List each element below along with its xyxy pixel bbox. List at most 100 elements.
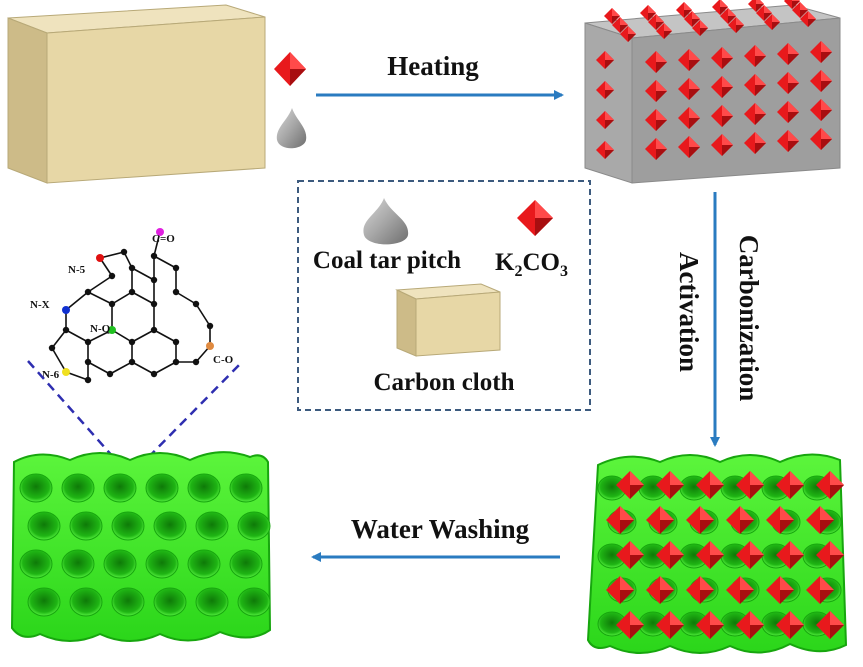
atom xyxy=(84,376,92,384)
water-washing-label: Water Washing xyxy=(351,514,530,544)
grey-side-crystal xyxy=(810,70,832,92)
foam-pore xyxy=(19,549,53,579)
atom xyxy=(84,358,92,366)
bond xyxy=(65,329,89,343)
foam-crystal xyxy=(766,576,794,604)
foam-pore xyxy=(237,587,271,617)
legend-pitch-icon xyxy=(363,198,409,245)
foam-pore xyxy=(27,511,61,541)
atom xyxy=(156,228,164,236)
bond xyxy=(51,347,67,373)
grey-top-crystal xyxy=(764,14,780,30)
atom xyxy=(62,306,70,314)
foam-crystal xyxy=(806,506,834,534)
foam-crystal xyxy=(646,576,674,604)
label-nx: N-X xyxy=(30,299,50,311)
atom xyxy=(108,272,116,280)
grey-side-crystal xyxy=(711,105,733,127)
grey-top-crystal xyxy=(728,17,744,33)
atom xyxy=(192,358,200,366)
grey-side-crystal xyxy=(645,138,667,160)
foam-pore xyxy=(195,511,229,541)
grey-side-crystal xyxy=(777,43,799,65)
grey-side-face xyxy=(631,17,841,184)
grey-side-crystal xyxy=(645,80,667,102)
grey-top-crystal xyxy=(604,8,620,24)
foam-pore xyxy=(111,587,145,617)
foam-crystal xyxy=(736,471,764,499)
heated-composite-block xyxy=(584,0,841,184)
foam-pore xyxy=(145,549,179,579)
atom xyxy=(172,358,180,366)
grey-top-crystal xyxy=(784,0,800,9)
foam-pore xyxy=(229,549,263,579)
foam-pore xyxy=(61,473,95,503)
atom xyxy=(48,344,56,352)
foam-pore xyxy=(187,473,221,503)
foam-crystal xyxy=(726,576,754,604)
legend-coal-tar-pitch: Coal tar pitch xyxy=(313,247,461,274)
atom xyxy=(150,276,158,284)
foam-crystal xyxy=(736,611,764,639)
molecule-atoms xyxy=(48,228,214,384)
bond xyxy=(87,291,113,305)
atom xyxy=(172,338,180,346)
foam-crystal xyxy=(656,611,684,639)
atom xyxy=(206,322,214,330)
coal-tar-pitch-drop xyxy=(276,108,307,149)
foam-crystal xyxy=(616,541,644,569)
legend-k2co3-icon xyxy=(517,200,553,236)
grey-top-crystal xyxy=(640,5,656,21)
bond xyxy=(109,361,133,375)
foam-pore xyxy=(69,587,103,617)
legend-border xyxy=(297,180,591,411)
grey-top-crystal xyxy=(684,11,700,27)
bond xyxy=(153,255,177,269)
atom xyxy=(172,288,180,296)
n-doped-carbon-structure: C=O N-5 N-X N-Q N-6 C-O xyxy=(30,228,234,384)
foam-crystal xyxy=(646,506,674,534)
legend-k2co3: K2CO3 xyxy=(495,249,568,280)
atom xyxy=(62,368,70,376)
bond xyxy=(111,291,133,305)
foam-crystal xyxy=(656,471,684,499)
foam-crystal xyxy=(696,471,724,499)
grey-top-crystal xyxy=(648,14,664,30)
atom xyxy=(172,264,180,272)
bond xyxy=(175,291,197,305)
atom xyxy=(84,288,92,296)
bond xyxy=(153,231,161,257)
k2co3-crystal xyxy=(274,52,306,86)
green-foam-pores xyxy=(19,473,271,617)
legend-carbon-cloth-icon xyxy=(395,283,501,357)
bond xyxy=(153,329,177,343)
bond xyxy=(153,361,177,375)
molecule-bonds xyxy=(51,231,211,381)
grey-side-crystal xyxy=(744,45,766,67)
carbonization-label: Carbonization xyxy=(734,235,764,402)
activated-foam-crystals xyxy=(606,471,844,639)
grey-top-crystal xyxy=(792,2,808,18)
porous-carbon-product xyxy=(10,451,272,642)
foam-crystal xyxy=(686,506,714,534)
foam-crystal xyxy=(776,541,804,569)
foam-crystal xyxy=(616,471,644,499)
bond xyxy=(87,329,113,343)
foam-crystal xyxy=(656,541,684,569)
carbon-cloth-front-face xyxy=(7,17,48,184)
foam-pore xyxy=(153,587,187,617)
grey-side-crystal xyxy=(711,134,733,156)
grey-side-crystal xyxy=(645,51,667,73)
grey-side-crystal xyxy=(810,99,832,121)
label-c-o-double: C=O xyxy=(152,233,175,245)
grey-top-crystal xyxy=(800,11,816,27)
grey-side-crystal xyxy=(711,47,733,69)
foam-pore xyxy=(111,511,145,541)
activated-composite xyxy=(586,453,848,654)
label-n6: N-6 xyxy=(42,369,60,381)
atom xyxy=(206,342,214,350)
activation-label: Activation xyxy=(674,252,704,372)
label-n5: N-5 xyxy=(68,264,86,276)
grey-top-crystal xyxy=(676,2,692,18)
label-nq: N-Q xyxy=(90,323,111,335)
